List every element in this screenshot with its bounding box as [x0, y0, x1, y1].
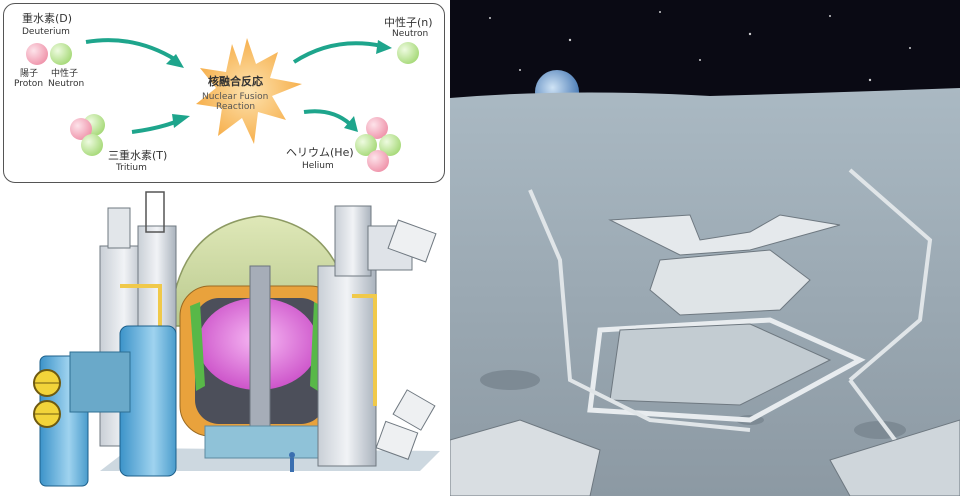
helium-label: ヘリウム(He): [286, 146, 354, 159]
neutron-output: [397, 42, 419, 64]
tritium-proton: [70, 118, 92, 140]
arrow-neutron: [292, 41, 383, 64]
tritium-en-label: Tritium: [116, 163, 147, 173]
neutron-small-en-label: Neutron: [48, 79, 85, 89]
neutron-en-label: Neutron: [392, 29, 429, 39]
helium-proton-2: [367, 150, 389, 172]
base-central-complex: [649, 249, 811, 316]
arrow-deuterium: [85, 38, 178, 62]
proton-label: 陽子: [20, 69, 39, 79]
fusion-diagram-graphics: [26, 38, 419, 172]
base-building-hex: [587, 317, 866, 423]
person-figure: [290, 458, 294, 472]
tokamak-reactor-illustration: [0, 186, 446, 496]
tritium-label: 三重水素(T): [108, 149, 168, 162]
reaction-label: 核融合反応: [208, 75, 263, 88]
deuterium-en-label: Deuterium: [22, 27, 70, 37]
deuterium-proton: [26, 43, 48, 65]
helium-proton-1: [366, 117, 388, 139]
arrow-helium: [303, 109, 352, 126]
lunar-base-illustration: [450, 0, 960, 496]
neutron-label: 中性子(n): [384, 16, 433, 29]
reaction-en-label-2: Reaction: [216, 102, 256, 112]
neutron-small-label: 中性子: [51, 69, 79, 79]
pipeline-left: [528, 189, 751, 432]
fusion-star: [196, 38, 302, 144]
pipeline-right: [848, 168, 933, 382]
reactor-graphics: [33, 191, 440, 487]
proton-en-label: Proton: [14, 79, 44, 89]
helium-neutron-1: [355, 134, 377, 156]
arrow-tritium: [131, 118, 181, 134]
deuterium-label: 重水素(D): [22, 12, 73, 25]
foreground-module: [450, 419, 601, 496]
helium-neutron-2: [379, 134, 401, 156]
fusion-reaction-diagram: 重水素(D) Deuterium 陽子 Proton 中性子 Neutron 核…: [3, 3, 445, 183]
deuterium-neutron: [50, 43, 72, 65]
lunar-base-graphics: [450, 0, 960, 496]
tritium-neutron-2: [81, 134, 103, 156]
base-y-structure: [608, 214, 841, 256]
reaction-en-label-1: Nuclear Fusion: [202, 92, 269, 102]
helium-en-label: Helium: [302, 161, 334, 171]
